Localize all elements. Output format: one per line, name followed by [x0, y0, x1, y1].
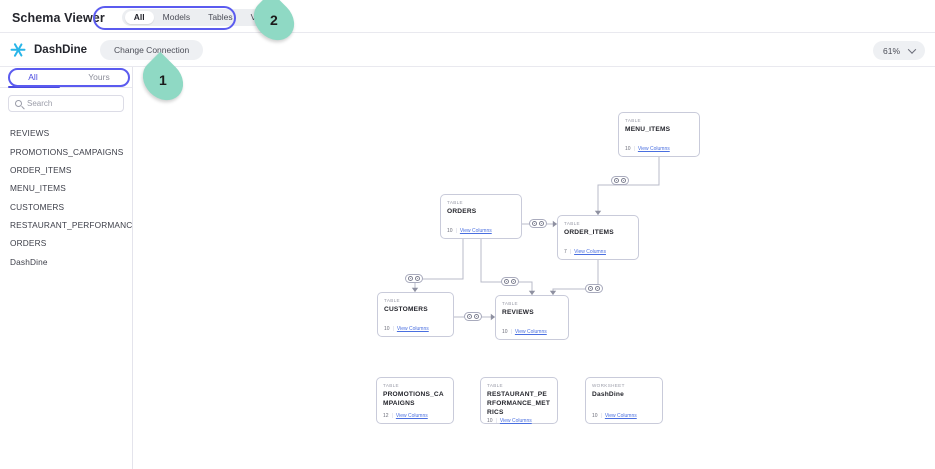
- view-columns-link[interactable]: View Columns: [459, 228, 492, 234]
- list-item[interactable]: PROMOTIONS_CAMPAIGNS: [10, 146, 124, 157]
- sidebar-tab-all[interactable]: All: [0, 67, 66, 87]
- separator: |: [510, 329, 512, 335]
- node-footer: 10 | View Columns: [625, 146, 693, 152]
- view-columns-link[interactable]: View Columns: [395, 413, 428, 419]
- tab-all[interactable]: All: [124, 11, 154, 24]
- node-footer: 10 | View Columns: [502, 329, 562, 335]
- separator: |: [495, 417, 497, 424]
- table-node-customers[interactable]: TABLE CUSTOMERS 10 | View Columns: [377, 292, 454, 337]
- column-count: 10: [447, 228, 453, 234]
- column-count: 12: [383, 413, 389, 419]
- node-title: RESTAURANT_PERFORMANCE_METRICS: [487, 391, 551, 416]
- column-count: 10: [384, 326, 390, 332]
- top-bar: Schema Viewer All Models Tables Views: [0, 3, 935, 33]
- relationship-badge[interactable]: [405, 274, 423, 283]
- node-kind: WORKSHEET: [592, 383, 625, 388]
- view-columns-link[interactable]: View Columns: [396, 326, 429, 332]
- zoom-level-control[interactable]: 61%: [872, 41, 925, 60]
- node-footer: 10 | View Columns: [487, 418, 551, 424]
- view-columns-link[interactable]: View Columns: [637, 146, 670, 152]
- search-input[interactable]: Search: [8, 95, 124, 112]
- node-footer: 10 | View Columns: [447, 228, 515, 234]
- relationship-badge[interactable]: [464, 312, 482, 321]
- table-node-reviews[interactable]: TABLE REVIEWS 10 | View Columns: [495, 295, 569, 340]
- list-item[interactable]: MENU_ITEMS: [10, 183, 66, 194]
- search-icon: [15, 100, 22, 107]
- node-title: PROMOTIONS_CAMPAIGNS: [383, 391, 444, 407]
- tab-tables[interactable]: Tables: [208, 12, 233, 23]
- sidebar-object-list: REVIEWS PROMOTIONS_CAMPAIGNS ORDER_ITEMS…: [0, 124, 132, 271]
- node-title: DashDine: [592, 391, 625, 398]
- view-columns-link[interactable]: View Columns: [604, 413, 637, 419]
- list-item[interactable]: RESTAURANT_PERFORMANCE_METRICS: [10, 220, 132, 231]
- relationship-badge[interactable]: [501, 277, 519, 286]
- node-kind: TABLE: [625, 118, 641, 123]
- sidebar-tab-yours[interactable]: Yours: [88, 72, 110, 82]
- connection-name: DashDine: [34, 44, 88, 56]
- node-kind: TABLE: [487, 383, 503, 388]
- separator: |: [569, 249, 572, 255]
- separator: |: [455, 228, 457, 234]
- relationship-badge[interactable]: [529, 219, 547, 228]
- sidebar-search-wrapper: Search: [0, 88, 132, 112]
- node-footer: 12 | View Columns: [383, 413, 447, 419]
- node-title: CUSTOMERS: [384, 306, 428, 313]
- table-node-restaurant-performance-metrics[interactable]: TABLE RESTAURANT_PERFORMANCE_METRICS 10 …: [480, 377, 558, 424]
- node-kind: TABLE: [447, 200, 463, 205]
- list-item[interactable]: DashDine: [10, 256, 48, 267]
- node-title: MENU_ITEMS: [625, 126, 671, 133]
- view-columns-link[interactable]: View Columns: [574, 249, 606, 255]
- worksheet-node-dashdine[interactable]: WORKSHEET DashDine 10 | View Columns: [585, 377, 663, 424]
- column-count: 10: [487, 417, 493, 424]
- column-count: 7: [564, 249, 567, 255]
- list-item[interactable]: CUSTOMERS: [10, 201, 65, 212]
- separator: |: [392, 326, 394, 332]
- node-footer: 10 | View Columns: [384, 326, 447, 332]
- schema-diagram-canvas[interactable]: TABLE MENU_ITEMS 10 | View Columns TABLE…: [133, 67, 935, 469]
- list-item[interactable]: ORDER_ITEMS: [10, 164, 72, 175]
- list-item[interactable]: ORDERS: [10, 238, 47, 249]
- node-footer: 10 | View Columns: [592, 413, 656, 419]
- table-node-menu-items[interactable]: TABLE MENU_ITEMS 10 | View Columns: [618, 112, 700, 157]
- relationship-edges: [411, 157, 660, 321]
- list-item[interactable]: REVIEWS: [10, 128, 50, 139]
- connection-bar: DashDine Change Connection 61%: [0, 34, 935, 67]
- zoom-level-value: 61%: [882, 45, 900, 56]
- sidebar-tabs: All Yours: [0, 67, 132, 88]
- page-title: Schema Viewer: [12, 10, 105, 25]
- column-count: 10: [502, 329, 508, 335]
- table-node-order-items[interactable]: TABLE ORDER_ITEMS 7 | View Columns: [557, 215, 639, 260]
- node-footer: 7 | View Columns: [564, 249, 632, 255]
- node-kind: TABLE: [502, 301, 518, 306]
- column-count: 10: [592, 413, 598, 419]
- table-node-orders[interactable]: TABLE ORDERS 10 | View Columns: [440, 194, 522, 239]
- sidebar: All Yours Search REVIEWS PROMOTIONS_CAMP…: [0, 67, 133, 469]
- node-title: REVIEWS: [502, 309, 534, 316]
- change-connection-button[interactable]: Change Connection: [100, 40, 204, 60]
- table-node-promotions-campaigns[interactable]: TABLE PROMOTIONS_CAMPAIGNS 12 | View Col…: [376, 377, 454, 424]
- callout-number: 1: [159, 71, 167, 88]
- relationship-badge[interactable]: [611, 176, 629, 185]
- separator: |: [600, 413, 602, 419]
- callout-number: 2: [270, 11, 278, 28]
- tab-models[interactable]: Models: [162, 12, 191, 23]
- node-title: ORDER_ITEMS: [564, 229, 614, 236]
- view-columns-link[interactable]: View Columns: [499, 417, 532, 424]
- node-title: ORDERS: [447, 208, 477, 215]
- node-kind: TABLE: [383, 383, 399, 388]
- search-placeholder: Search: [27, 99, 53, 108]
- separator: |: [633, 146, 635, 152]
- node-kind: TABLE: [564, 221, 580, 226]
- snowflake-icon: [10, 42, 26, 58]
- node-kind: TABLE: [384, 298, 400, 303]
- column-count: 10: [625, 146, 631, 152]
- chevron-down-icon: [907, 44, 917, 54]
- relationship-badge[interactable]: [585, 284, 603, 293]
- separator: |: [391, 413, 393, 419]
- view-columns-link[interactable]: View Columns: [514, 329, 547, 335]
